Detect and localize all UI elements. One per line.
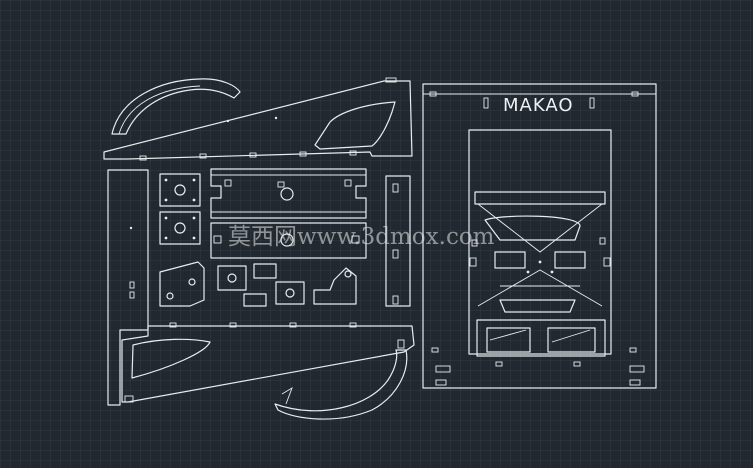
motor-plate-1[interactable] [159,173,201,207]
bracket-l[interactable] [159,261,205,307]
bottom-arc-part[interactable] [274,349,408,420]
plate-title-text: MAKAO [503,95,574,116]
left-frame-bar[interactable] [107,169,149,406]
top-arc-part[interactable] [111,78,241,135]
center-rail[interactable] [210,168,367,259]
watermark-text: 莫西网www.3dmox.com [228,224,495,250]
main-plate[interactable] [422,83,657,389]
right-edge-strip[interactable] [385,175,411,307]
bottom-angled-bar[interactable] [121,322,415,403]
motor-plate-2[interactable] [159,211,201,245]
top-angled-bar[interactable] [103,77,413,161]
small-bracket-set[interactable] [217,263,357,307]
